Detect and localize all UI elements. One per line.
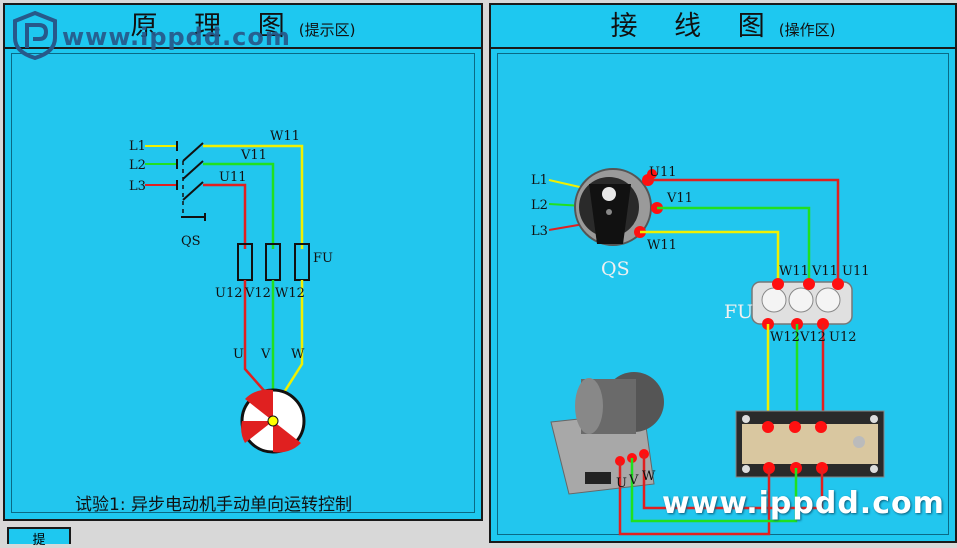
fuse-w bbox=[294, 243, 310, 281]
tb-top-2[interactable] bbox=[789, 421, 801, 433]
motor-label-v: V bbox=[628, 473, 639, 488]
fu-label-u11: U11 bbox=[842, 264, 870, 279]
sch-label-u: U bbox=[233, 347, 244, 362]
schematic-subtitle: (提示区) bbox=[298, 21, 356, 39]
wire-v11 bbox=[657, 206, 811, 282]
sch-label-w11: W11 bbox=[270, 129, 300, 144]
wiring-label-w11: W11 bbox=[647, 238, 677, 253]
wire-w11 bbox=[640, 230, 780, 282]
wiring-title: 接 线 图 bbox=[610, 11, 779, 42]
wiring-label-l1: L1 bbox=[531, 173, 548, 188]
sch-label-v11: V11 bbox=[240, 148, 267, 163]
motor-label-u: U bbox=[616, 476, 627, 491]
wiring-label-v11: V11 bbox=[666, 191, 693, 206]
schematic-title: 原 理 图 bbox=[130, 11, 299, 42]
fu-label-w12: W12 bbox=[770, 330, 800, 345]
logo-icon bbox=[13, 10, 57, 60]
sch-label-l1: L1 bbox=[129, 139, 146, 154]
watermark-bottom: www.ippdd.com bbox=[662, 486, 945, 521]
wiring-label-l3: L3 bbox=[531, 224, 548, 239]
wiring-label-fu: FU bbox=[724, 301, 753, 323]
sch-label-w: W bbox=[291, 347, 305, 362]
wire-u11 bbox=[648, 178, 840, 282]
switch-blade-3 bbox=[182, 181, 204, 201]
hint-tab[interactable]: 提 bbox=[7, 527, 71, 548]
qs-switch[interactable] bbox=[574, 168, 652, 246]
wiring-diagram: L1 L2 L3 U11 V11 W11 QS FU W11 V11 U11 W… bbox=[531, 165, 885, 536]
wiring-subtitle: (操作区) bbox=[778, 21, 836, 39]
schematic-header: 原 理 图(提示区) bbox=[5, 5, 481, 49]
sch-label-u11: U11 bbox=[219, 170, 247, 185]
fu-top-w11[interactable] bbox=[772, 278, 784, 290]
w11-wire bbox=[203, 144, 304, 249]
fuse-v bbox=[265, 243, 281, 281]
u11-wire bbox=[203, 183, 247, 249]
wiring-l3-wire bbox=[548, 223, 585, 231]
fu-label-u12: U12 bbox=[829, 330, 857, 345]
motor[interactable] bbox=[550, 372, 664, 495]
fuse-u bbox=[237, 243, 253, 281]
schematic-panel: 原 理 图(提示区) L1 bbox=[3, 3, 483, 521]
sch-label-v: V bbox=[260, 347, 271, 362]
sch-label-l3: L3 bbox=[129, 179, 146, 194]
switch-blade-2 bbox=[182, 160, 204, 180]
fu-label-w11: W11 bbox=[779, 264, 809, 279]
sch-label-u12: U12 bbox=[215, 286, 243, 301]
experiment-caption: 试验1: 异步电动机手动单向运转控制 bbox=[75, 495, 352, 515]
watermark-top: www.ippdd.com bbox=[62, 23, 291, 51]
sch-label-qs: QS bbox=[181, 234, 201, 249]
wiring-label-qs: QS bbox=[601, 258, 630, 280]
fu-top-u11[interactable] bbox=[832, 278, 844, 290]
wiring-l1-wire bbox=[548, 179, 585, 189]
fu-top-v11[interactable] bbox=[803, 278, 815, 290]
tb-top-3[interactable] bbox=[815, 421, 827, 433]
sch-label-l2: L2 bbox=[129, 158, 146, 173]
fu-fuse-block[interactable] bbox=[751, 281, 853, 325]
terminal-block[interactable] bbox=[735, 410, 885, 478]
sch-label-w12: W12 bbox=[275, 286, 305, 301]
switch-blade-1 bbox=[182, 142, 204, 162]
fu-label-v12: V12 bbox=[799, 330, 826, 345]
schematic-diagram: L1 L2 L3 W11 V11 U11 QS FU U12 V12 W12 U… bbox=[129, 129, 333, 454]
motor-label-w: W bbox=[642, 469, 656, 484]
sch-label-v12: V12 bbox=[244, 286, 271, 301]
wiring-header: 接 线 图(操作区) bbox=[491, 5, 955, 49]
wiring-label-l2: L2 bbox=[531, 198, 548, 213]
tb-top-1[interactable] bbox=[762, 421, 774, 433]
sch-label-fu: FU bbox=[313, 251, 333, 266]
v11-wire bbox=[203, 162, 275, 249]
fu-label-v11: V11 bbox=[811, 264, 838, 279]
wiring-label-u11: U11 bbox=[649, 165, 677, 180]
hint-bar: 提 bbox=[3, 524, 483, 548]
